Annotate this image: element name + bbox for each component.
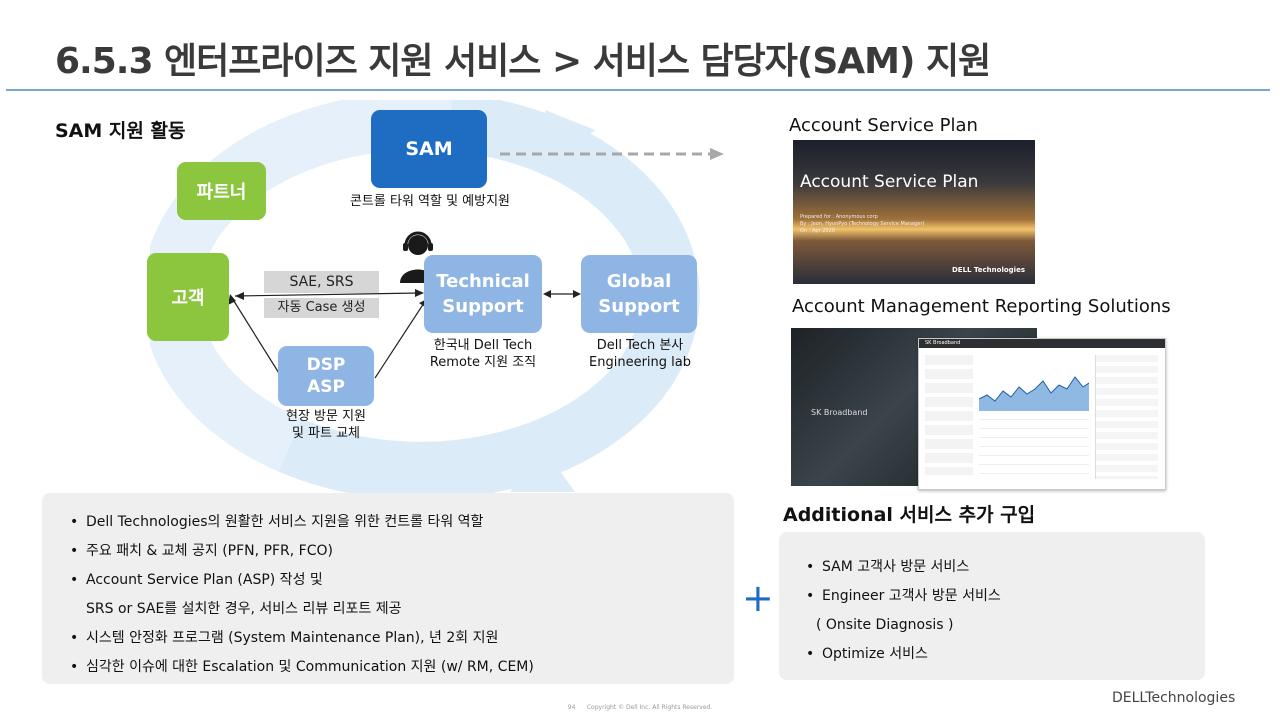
dsp-asp-box: DSP ASP [278, 346, 374, 406]
global-support-caption-line2: Engineering lab [589, 355, 691, 370]
plus-icon: + [742, 576, 774, 620]
list-item: 심각한 이슈에 대한 Escalation 및 Communication 지원… [70, 653, 534, 682]
dell-technologies-logo: DELLTechnologies [1112, 690, 1236, 706]
technical-support-line2: Support [442, 296, 524, 317]
asp-cover-line: On : Apr 2020 [800, 228, 835, 234]
customer-label: 고객 [171, 288, 205, 309]
dsp-line: DSP [306, 355, 346, 375]
amrs-heading: Account Management Reporting Solutions [792, 296, 1171, 317]
title-divider [6, 89, 1270, 91]
asp-cover-title: Account Service Plan [800, 172, 979, 192]
asp-cover-line: Prepared for : Anonymous corp [800, 214, 878, 220]
amrs-dashboard-image: SK Broadband [918, 338, 1166, 490]
page-title: 6.5.3 엔터프라이즈 지원 서비스 > 서비스 담당자(SAM) 지원 [55, 41, 991, 82]
dsp-asp-caption-line2: 및 파트 교체 [291, 426, 361, 441]
list-item: Engineer 고객사 방문 서비스 [806, 582, 1001, 611]
list-item: Account Service Plan (ASP) 작성 및 [70, 566, 534, 595]
technical-support-caption-line1: 한국내 Dell Tech [433, 338, 533, 353]
additional-services-list: SAM 고객사 방문 서비스 Engineer 고객사 방문 서비스 ( Ons… [806, 553, 1001, 669]
partner-box: 파트너 [177, 162, 266, 220]
technical-support-caption-line2: Remote 지원 조직 [429, 355, 537, 370]
technical-support-box: Technical Support [424, 255, 542, 333]
list-item: ( Onsite Diagnosis ) [816, 617, 954, 633]
technical-support-caption: 한국내 Dell Tech Remote 지원 조직 [403, 337, 563, 371]
list-item: Optimize 서비스 [806, 640, 1001, 669]
asp-cover-line: By : Jeon, HyunPyo (Technology Service M… [800, 221, 925, 227]
dashed-arrow [500, 148, 724, 160]
cycle-ring-graphic [150, 100, 700, 500]
sae-srs-tag: SAE, SRS [264, 271, 379, 293]
asp-cover-brand: DELL Technologies [951, 266, 1025, 274]
dsp-asp-caption: 현장 방문 지원 및 파트 교체 [256, 408, 396, 442]
additional-services-panel: SAM 고객사 방문 서비스 Engineer 고객사 방문 서비스 ( Ons… [779, 532, 1205, 680]
list-item: SAM 고객사 방문 서비스 [806, 553, 1001, 582]
amrs-cover-label: SK Broadband [811, 408, 868, 417]
asp-cover-image: Account Service Plan Prepared for : Anon… [793, 140, 1035, 284]
list-item: Dell Technologies의 원활한 서비스 지원을 위한 컨트롤 타워… [70, 508, 534, 537]
sam-caption: 콘트롤 타워 역할 및 예방지원 [349, 194, 511, 209]
dsp-asp-caption-line1: 현장 방문 지원 [285, 409, 367, 424]
partner-label: 파트너 [196, 182, 247, 203]
technical-support-line1: Technical [436, 271, 530, 292]
list-item: 주요 패치 & 교체 공지 (PFN, PFR, FCO) [70, 537, 534, 566]
global-support-line1: Global [606, 271, 672, 292]
global-support-line2: Support [598, 296, 680, 317]
sam-label: SAM [405, 138, 453, 160]
footer: 94 Copyright © Dell Inc. All Rights Rese… [0, 704, 1280, 711]
dashboard-title: SK Broadband [925, 340, 961, 346]
dashboard-sidebar [925, 355, 973, 475]
sam-activities-panel: Dell Technologies의 원활한 서비스 지원을 위한 컨트롤 타워… [42, 493, 734, 684]
asp-line: ASP [307, 377, 345, 397]
asp-cover-details: Prepared for : Anonymous corp By : Jeon,… [800, 214, 924, 235]
diagram-heading: SAM 지원 활동 [55, 120, 186, 142]
page-number: 94 [567, 704, 576, 711]
auto-case-tag: 자동 Case 생성 [264, 298, 379, 318]
copyright-text: Copyright © Dell Inc. All Rights Reserve… [586, 704, 713, 711]
dashboard-sparkline [979, 376, 1089, 411]
asp-heading: Account Service Plan [789, 115, 978, 136]
dashboard-header-bar: SK Broadband [919, 339, 1165, 348]
global-support-caption: Dell Tech 본사 Engineering lab [565, 337, 715, 371]
dashboard-table [979, 419, 1089, 479]
global-support-box: Global Support [581, 255, 697, 333]
additional-heading: Additional 서비스 추가 구입 [783, 504, 1036, 526]
list-item: SRS or SAE를 설치한 경우, 서비스 리뷰 리포트 제공 [86, 601, 402, 617]
global-support-caption-line1: Dell Tech 본사 [596, 338, 684, 353]
sam-box: SAM [371, 110, 487, 188]
sam-activities-list: Dell Technologies의 원활한 서비스 지원을 위한 컨트롤 타워… [70, 508, 534, 682]
dashboard-right-panel [1095, 355, 1158, 479]
list-item: 시스템 안정화 프로그램 (System Maintenance Plan), … [70, 624, 534, 653]
customer-box: 고객 [147, 253, 229, 341]
